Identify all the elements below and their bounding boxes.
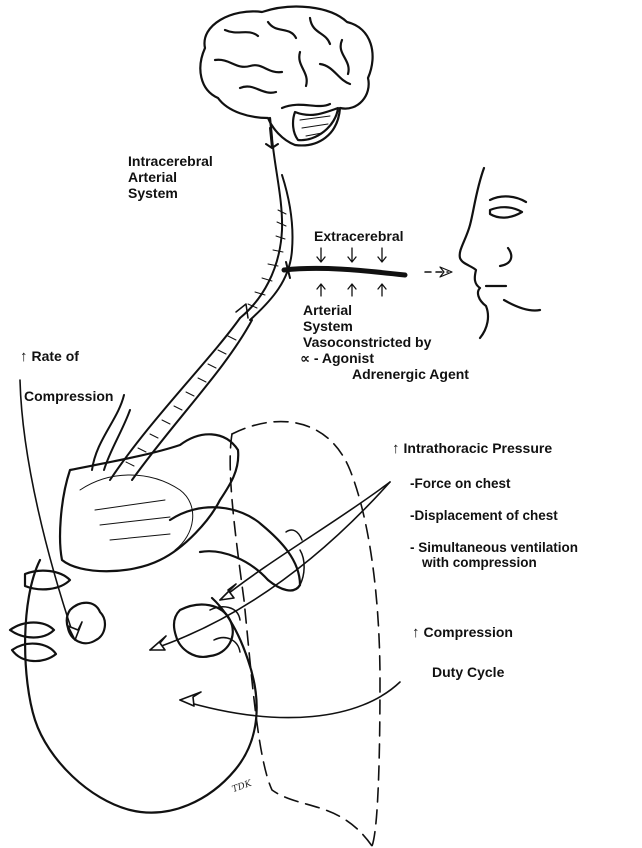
displacement-label: -Displacement of chest <box>410 508 558 523</box>
rate-of-text: Rate of <box>32 348 79 364</box>
extracerebral-label: Extracerebral <box>314 228 404 244</box>
agonist-label: ∝ - Agonist <box>300 350 374 366</box>
increase-arrow-icon: ↑ <box>392 440 400 457</box>
lung-outline <box>230 422 380 846</box>
rate-of-label: ↑Rate of <box>20 348 79 365</box>
extracerebral-continuation: Arterial System Vasoconstricted by <box>303 302 431 350</box>
extracerebral-arterial: Arterial <box>303 302 431 318</box>
intracerebral-label: Intracerebral Arterial System <box>128 153 213 201</box>
simultaneous-label: - Simultaneous ventilation <box>410 540 578 555</box>
intrathoracic-text: Intrathoracic Pressure <box>404 440 553 456</box>
duty-cycle-label: Duty Cycle <box>432 664 504 680</box>
intracerebral-artery <box>240 128 293 320</box>
duty-compression-label: ↑Compression <box>412 624 513 641</box>
extracerebral-artery <box>284 262 452 278</box>
adrenergic-label: Adrenergic Agent <box>352 366 469 382</box>
duty-compression-text: Compression <box>424 624 513 640</box>
with-compression-label: with compression <box>422 555 537 570</box>
heart-illustration <box>10 434 304 812</box>
aortic-arch-vessels <box>92 304 252 480</box>
face-profile <box>460 168 540 338</box>
intracerebral-line-3: System <box>128 185 213 201</box>
force-label: -Force on chest <box>410 476 511 491</box>
effect-arrows <box>20 380 400 718</box>
extracerebral-system: System <box>303 318 431 334</box>
intracerebral-line-1: Intracerebral <box>128 153 213 169</box>
extracerebral-vasoconstricted: Vasoconstricted by <box>303 334 431 350</box>
increase-arrow-icon: ↑ <box>20 348 28 365</box>
brain-illustration <box>200 7 372 146</box>
intracerebral-line-2: Arterial <box>128 169 213 185</box>
increase-arrow-icon: ↑ <box>412 624 420 641</box>
compression-label: Compression <box>24 388 113 404</box>
intrathoracic-label: ↑Intrathoracic Pressure <box>392 440 552 457</box>
